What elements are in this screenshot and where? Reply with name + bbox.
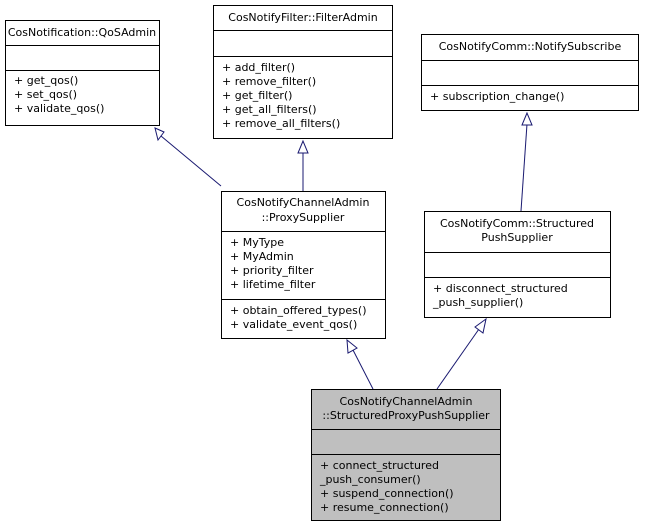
class-title: CosNotification::QoSAdmin [8,26,156,39]
class-title: PushSupplier [481,231,553,244]
edge-arrowhead-proxysupplier [346,338,358,354]
class-title: CosNotifyChannelAdmin [237,196,370,209]
class-method: + remove_filter() [222,75,316,88]
class-method: + validate_event_qos() [230,318,357,331]
class-method: + remove_all_filters() [222,117,340,130]
class-box-structuredpushsupplier[interactable]: CosNotifyComm::Structured PushSupplier +… [424,211,611,318]
class-title: CosNotifyComm::Structured [440,217,594,230]
class-method: + resume_connection() [320,501,449,514]
edge-proxysupplier-to-qosadmin [160,135,222,187]
class-attribute: + MyType [230,236,284,249]
class-method: _push_supplier() [432,296,523,309]
edge-arrowhead-filteradmin [297,139,309,154]
class-method: + obtain_offered_types() [230,304,367,317]
class-attribute: + lifetime_filter [230,278,316,291]
class-title: ::StructuredProxyPushSupplier [322,409,490,422]
class-box-filteradmin[interactable]: CosNotifyFilter::FilterAdmin + add_filte… [213,5,393,139]
class-method: + connect_structured [320,459,439,472]
class-method: + get_qos() [14,74,78,87]
class-method: + subscription_change() [430,90,564,103]
edge-structuredpushsupplier-to-notifysubscribe [520,123,528,212]
class-method: + set_qos() [14,88,77,101]
class-title: CosNotifyFilter::FilterAdmin [228,11,377,24]
edge-arrowhead-qosadmin [154,127,165,142]
class-method: + add_filter() [222,61,295,74]
edge-structuredproxypushsupplier-to-structuredpushsupplier [436,328,480,390]
class-box-qosadmin[interactable]: CosNotification::QoSAdmin + get_qos() + … [5,20,160,126]
class-method: + validate_qos() [14,102,104,115]
class-title: ::ProxySupplier [262,211,345,224]
class-method: + suspend_connection() [320,487,454,500]
class-method: + get_filter() [222,89,292,102]
class-box-notifysubscribe[interactable]: CosNotifyComm::NotifySubscribe + subscri… [421,34,639,111]
class-title: CosNotifyComm::NotifySubscribe [439,40,622,53]
class-box-proxysupplier[interactable]: CosNotifyChannelAdmin ::ProxySupplier + … [221,191,386,339]
class-attribute: + MyAdmin [230,250,294,263]
inheritance-edges [154,111,533,390]
edge-arrowhead-structuredpushsupplier [474,317,487,334]
class-method: + disconnect_structured [433,282,568,295]
edge-arrowhead-notifysubscribe [521,111,533,126]
class-title: CosNotifyChannelAdmin [340,395,473,408]
class-box-structuredproxypushsupplier[interactable]: CosNotifyChannelAdmin ::StructuredProxyP… [311,389,501,521]
class-attribute: + priority_filter [230,264,314,277]
class-method: + get_all_filters() [222,103,317,116]
edge-structuredproxypushsupplier-to-proxysupplier [352,349,374,390]
class-method: _push_consumer() [319,473,421,486]
